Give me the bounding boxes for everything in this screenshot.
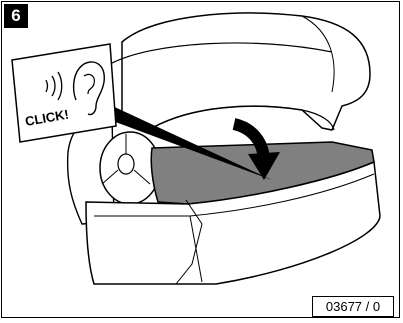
wheel-hub	[118, 154, 134, 174]
callout-box: CLICK!	[12, 44, 116, 142]
canopy	[122, 13, 370, 130]
step-number: 6	[4, 4, 28, 28]
figure-frame: CLICK! 6 03677 / 0	[1, 1, 400, 318]
figure-reference: 03677 / 0	[312, 296, 394, 317]
